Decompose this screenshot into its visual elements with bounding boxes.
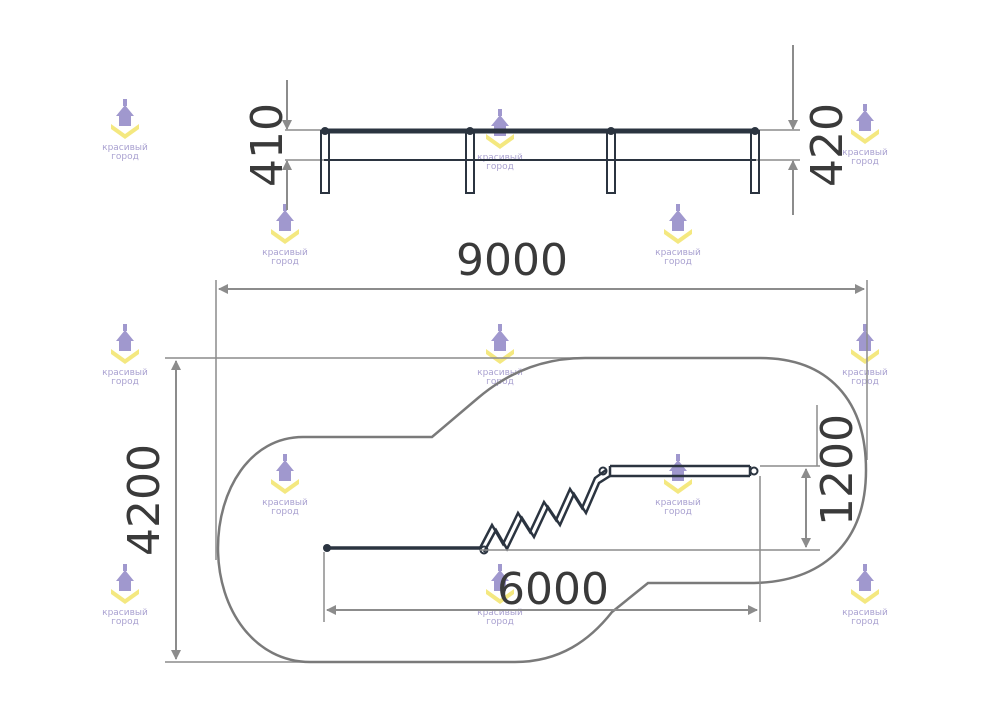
- watermark-logo: красивый город: [102, 324, 148, 387]
- dim-410-label: 410: [242, 103, 293, 187]
- side-elevation: 410 420: [242, 45, 853, 215]
- watermark-logo: красивый город: [262, 454, 308, 517]
- svg-text:красивый: красивый: [102, 608, 148, 618]
- svg-text:красивый: красивый: [102, 368, 148, 378]
- svg-text:город: город: [111, 617, 139, 627]
- watermark-logo: красивый город: [655, 454, 701, 517]
- svg-text:город: город: [271, 507, 299, 517]
- svg-text:красивый: красивый: [262, 248, 308, 258]
- svg-text:красивый: красивый: [842, 148, 888, 158]
- watermark-logo: красивый город: [102, 564, 148, 627]
- watermark-logo: красивый город: [842, 104, 888, 167]
- svg-text:красивый: красивый: [477, 368, 523, 378]
- watermark-logo: красивый город: [477, 324, 523, 387]
- plan-view: 9000 4200 6000 1200: [119, 235, 868, 664]
- watermark-logo: красивый город: [842, 324, 888, 387]
- posts: [320, 130, 760, 194]
- svg-text:красивый: красивый: [842, 608, 888, 618]
- svg-text:красивый: красивый: [842, 368, 888, 378]
- watermark-logo: красивый город: [655, 204, 701, 267]
- watermark-logo: красивый город: [102, 99, 148, 162]
- svg-text:город: город: [486, 617, 514, 627]
- dim-1200-label: 1200: [812, 414, 863, 526]
- svg-text:город: город: [851, 377, 879, 387]
- svg-text:город: город: [851, 617, 879, 627]
- dim-420-label: 420: [802, 103, 853, 187]
- svg-text:город: город: [271, 257, 299, 267]
- svg-text:красивый: красивый: [655, 248, 701, 258]
- svg-text:город: город: [111, 152, 139, 162]
- dim-9000-label: 9000: [456, 235, 568, 286]
- watermark-layer: красивый город красивый город красивый г…: [102, 99, 888, 627]
- svg-text:город: город: [664, 507, 692, 517]
- svg-text:город: город: [486, 162, 514, 172]
- svg-text:город: город: [851, 157, 879, 167]
- svg-text:красивый: красивый: [477, 153, 523, 163]
- watermark-logo: красивый город: [842, 564, 888, 627]
- watermark-logo: красивый город: [477, 109, 523, 172]
- svg-text:красивый: красивый: [655, 498, 701, 508]
- svg-text:город: город: [664, 257, 692, 267]
- svg-text:красивый: красивый: [262, 498, 308, 508]
- dim-6000-label: 6000: [497, 564, 609, 615]
- svg-text:красивый: красивый: [102, 143, 148, 153]
- dim-4200-label: 4200: [119, 444, 170, 556]
- safety-zone-outline: [216, 356, 868, 664]
- watermark-logo: красивый город: [262, 204, 308, 267]
- svg-text:город: город: [111, 377, 139, 387]
